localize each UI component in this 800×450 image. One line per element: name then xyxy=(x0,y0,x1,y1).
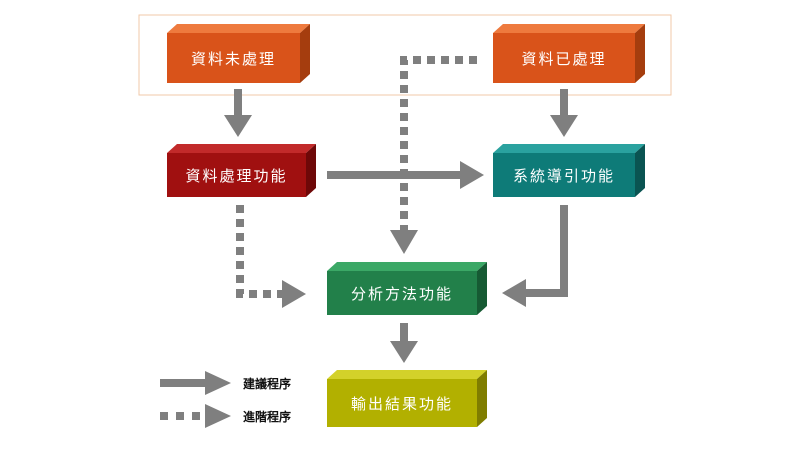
arrow-analysis-to-output xyxy=(390,323,418,363)
box-data-processing-side xyxy=(306,144,316,197)
box-raw-data-top xyxy=(167,24,310,33)
box-raw-data-face xyxy=(167,33,300,83)
box-raw-data xyxy=(167,24,310,83)
label-processed-data: 資料已處理 xyxy=(521,49,607,68)
label-data-processing: 資料處理功能 xyxy=(185,166,288,185)
legend-dotted-arrow xyxy=(160,404,231,428)
arrow-processing-to-guide xyxy=(327,161,484,189)
dotted-arrow-processing-to-analysis xyxy=(236,205,306,308)
box-output-result-face xyxy=(327,379,477,427)
box-output-result-top xyxy=(327,370,487,379)
label-system-guide: 系統導引功能 xyxy=(512,166,615,185)
solid-arrows xyxy=(224,89,578,363)
box-output-result xyxy=(327,370,487,427)
box-processed-data-top xyxy=(493,24,645,33)
box-output-result-side xyxy=(477,370,487,427)
dotted-arrows xyxy=(236,56,477,308)
legend-solid-label: 建議程序 xyxy=(243,377,292,391)
arrow-guide-to-analysis xyxy=(502,205,568,307)
box-analysis-method xyxy=(327,262,487,315)
box-analysis-method-side xyxy=(477,262,487,315)
box-system-guide-side xyxy=(635,144,645,197)
label-analysis-method: 分析方法功能 xyxy=(350,284,453,303)
dotted-arrow-processed-to-analysis xyxy=(390,56,477,254)
label-output-result: 輸出結果功能 xyxy=(350,394,453,413)
box-system-guide-top xyxy=(493,144,645,153)
box-processed-data-face xyxy=(493,33,635,83)
box-data-processing-face xyxy=(167,153,306,197)
box-analysis-method-top xyxy=(327,262,487,271)
legend-dotted-label: 進階程序 xyxy=(243,410,292,424)
legend-solid-arrow xyxy=(160,371,231,395)
box-processed-data-side xyxy=(635,24,645,83)
label-raw-data: 資料未處理 xyxy=(190,49,276,68)
box-system-guide-face xyxy=(493,153,635,197)
box-raw-data-side xyxy=(300,24,310,83)
box-data-processing-top xyxy=(167,144,316,153)
box-analysis-method-face xyxy=(327,271,477,315)
arrow-processed-to-guide xyxy=(550,89,578,137)
box-data-processing xyxy=(167,144,316,197)
arrow-raw-to-processing xyxy=(224,89,252,137)
box-system-guide xyxy=(493,144,645,197)
box-processed-data xyxy=(493,24,645,83)
